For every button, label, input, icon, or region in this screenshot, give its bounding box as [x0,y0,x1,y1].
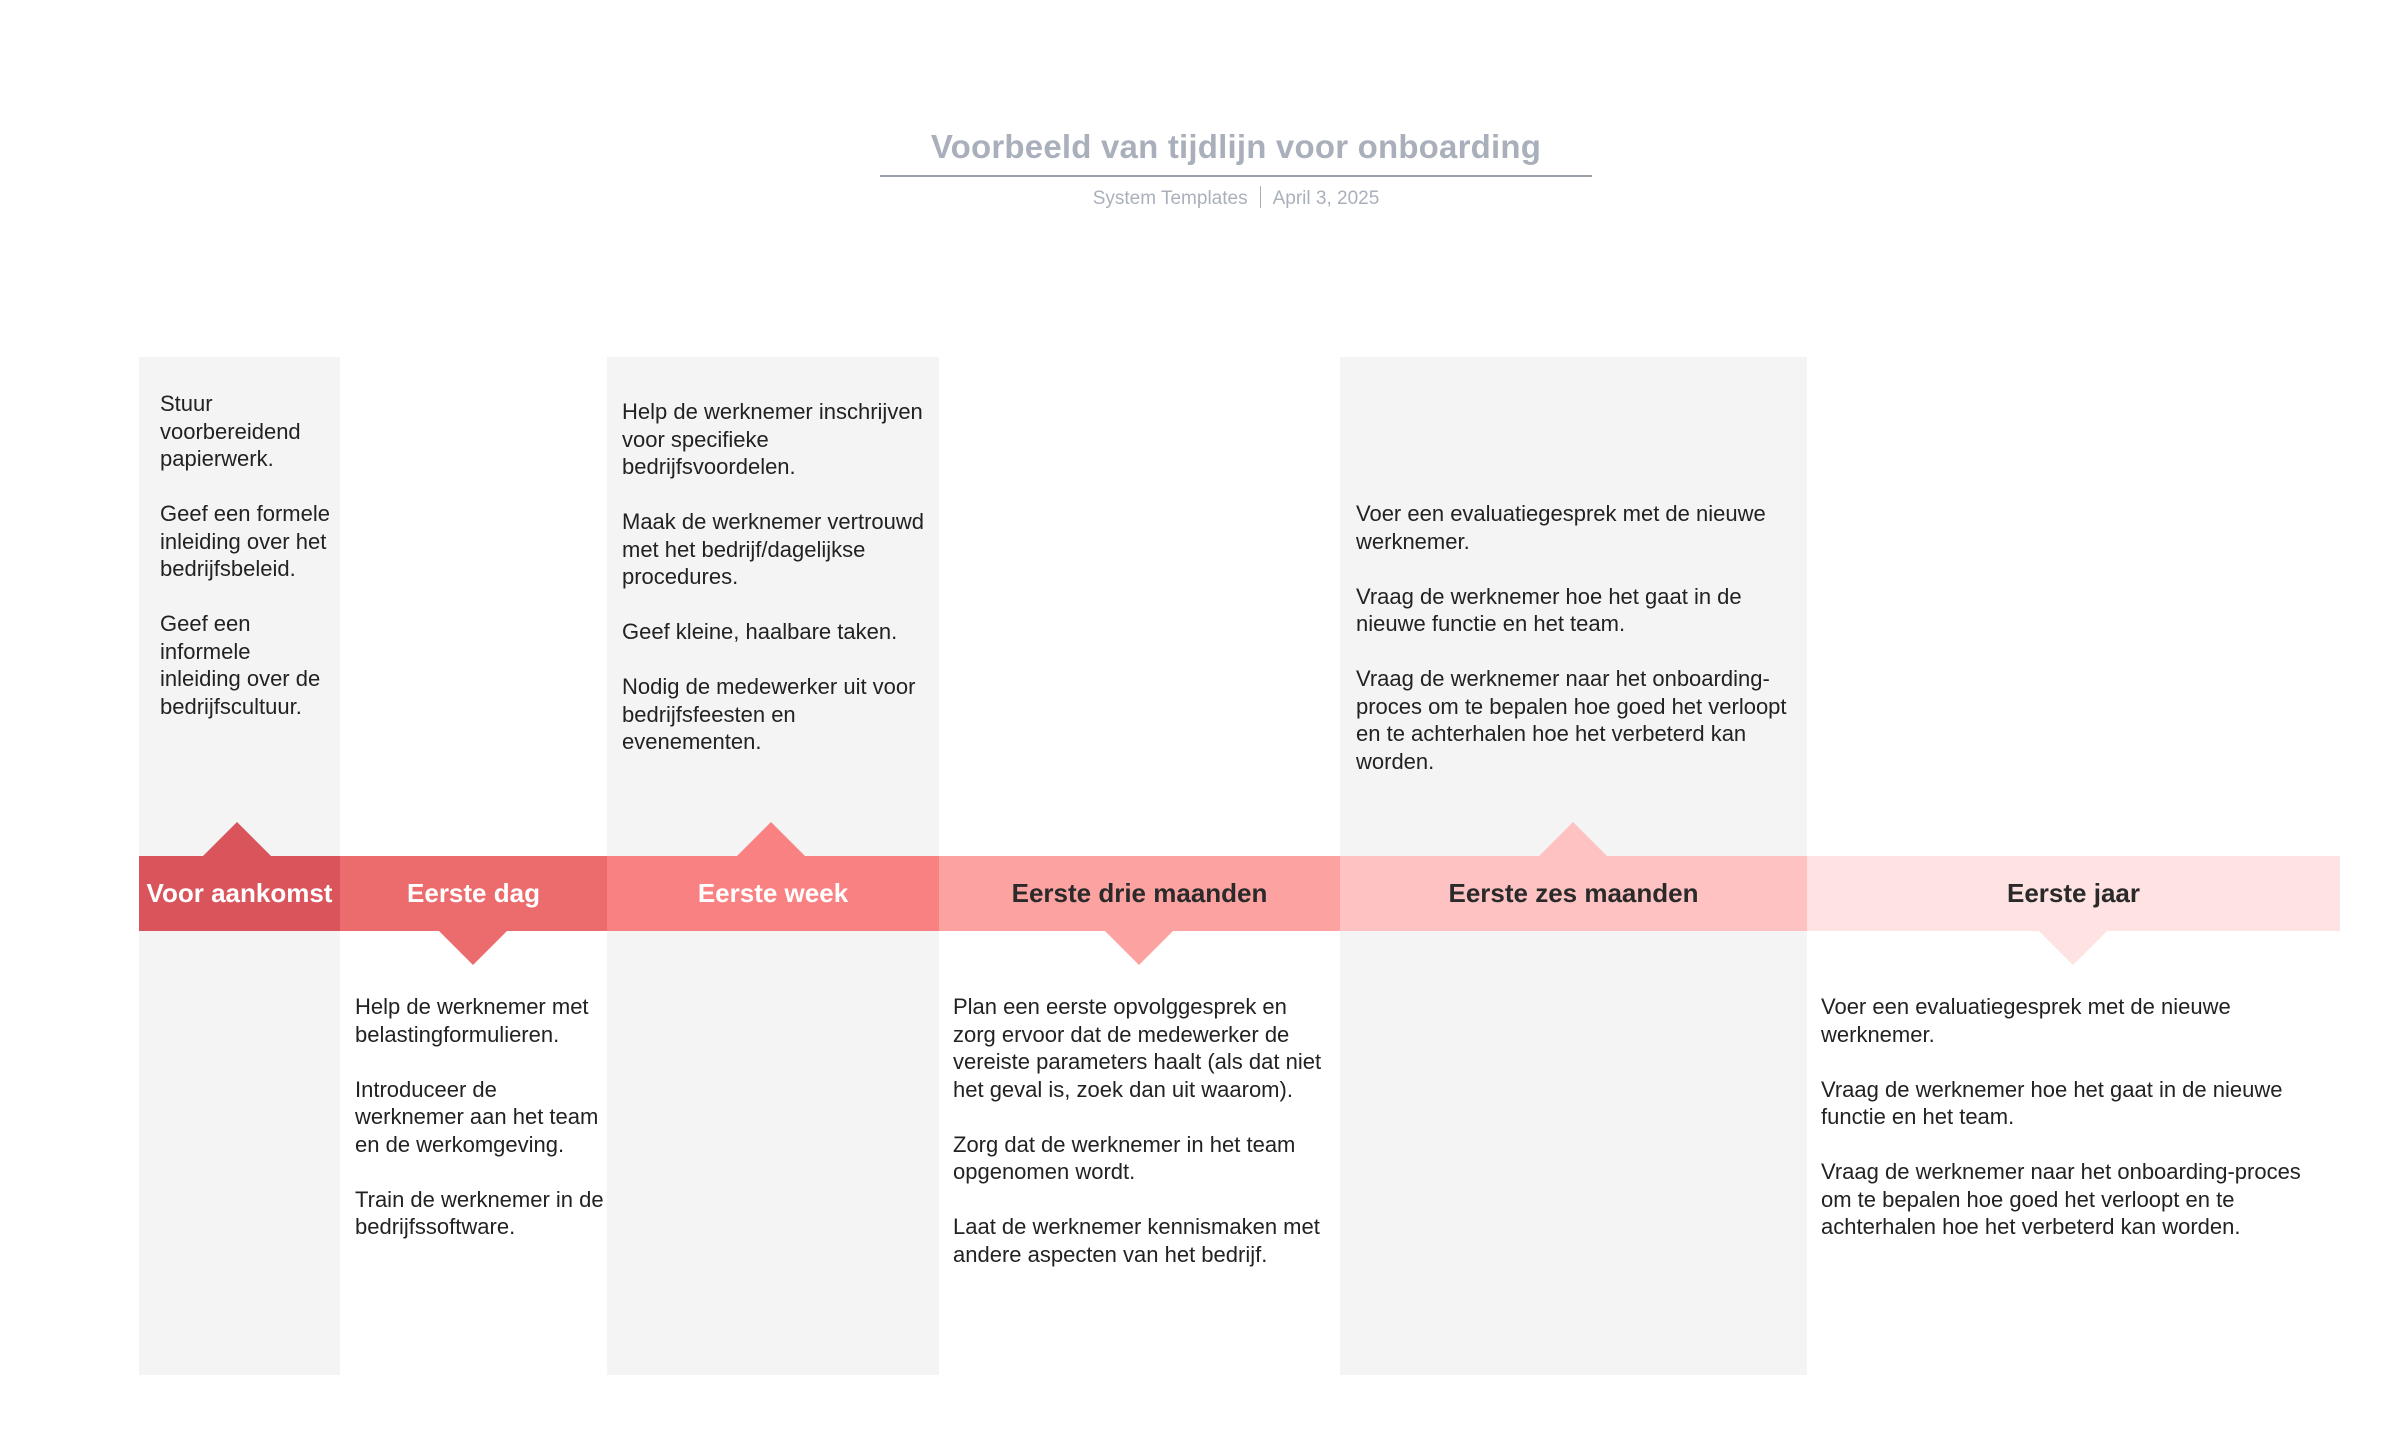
note-item: Vraag de werknemer naar het onboarding-p… [1821,1159,2301,1239]
note-item: Voer een evaluatiegesprek met de nieuwe … [1821,994,2231,1047]
note-item: Stuur voorbereidend papierwerk. [160,391,301,471]
notes-eerste-drie-maanden[interactable]: Plan een eerste opvolggesprek en zorg er… [953,993,1335,1268]
note-item: Vraag de werknemer hoe het gaat in de ni… [1821,1076,2283,1130]
phase-eerste-dag[interactable]: Eerste dag [340,856,607,931]
document-header: Voorbeeld van tijdlijn voor onboarding S… [0,0,2400,220]
phase-eerste-zes-maanden[interactable]: Eerste zes maanden [1340,856,1807,931]
document-title[interactable]: Voorbeeld van tijdlijn voor onboarding [930,128,1542,165]
pointer-down-eerste-drie-maanden [1105,931,1173,965]
phase-label: Eerste jaar [2007,878,2140,908]
note-item: Zorg dat de werknemer in het team opgeno… [953,1131,1296,1185]
document-meta: System Templates April 3, 2025 [880,186,1592,210]
phase-voor-aankomst[interactable]: Voor aankomst [139,856,340,931]
note-item: Plan een eerste opvolggesprek en zorg er… [953,994,1322,1102]
notes-voor-aankomst[interactable]: Stuur voorbereidend papierwerk. Geef een… [160,390,330,720]
note-item: Vraag de werknemer naar het onboarding-p… [1356,666,1787,774]
note-item: Help de werknemer met belastingformulier… [355,994,589,1047]
note-item: Nodig de medewerker uit voor bedrijfsfee… [622,674,916,754]
pointer-up-eerste-zes-maanden [1539,822,1607,856]
phase-label: Eerste week [697,878,849,908]
note-item: Introduceer de werknemer aan het team en… [355,1076,599,1157]
note-item: Geef een formele inleiding over het bedr… [160,501,330,581]
note-item: Geef een informele inleiding over de bed… [160,611,321,719]
note-item: Voer een evaluatiegesprek met de nieuwe … [1356,501,1766,554]
phase-label: Voor aankomst [146,878,333,908]
phase-eerste-drie-maanden[interactable]: Eerste drie maanden [939,856,1340,931]
notes-eerste-week[interactable]: Help de werknemer inschrijven voor speci… [622,398,934,756]
pointer-down-eerste-dag [439,931,507,965]
pointer-up-eerste-week [737,822,805,856]
pointer-down-eerste-jaar [2039,931,2107,965]
note-item: Maak de werknemer vertrouwd met het bedr… [622,509,925,589]
phase-eerste-jaar[interactable]: Eerste jaar [1807,856,2340,931]
phase-label: Eerste zes maanden [1448,878,1699,908]
note-item: Geef kleine, haalbare taken. [622,619,898,644]
notes-eerste-jaar[interactable]: Voer een evaluatiegesprek met de nieuwe … [1821,993,2331,1241]
note-item: Laat de werknemer kennismaken met andere… [953,1214,1320,1267]
pointer-up-voor-aankomst [203,822,271,856]
meta-separator [1259,186,1261,208]
note-item: Vraag de werknemer hoe het gaat in de ni… [1356,583,1742,637]
phase-label: Eerste drie maanden [1011,878,1268,908]
phase-eerste-week[interactable]: Eerste week [607,856,939,931]
note-item: Help de werknemer inschrijven voor speci… [622,399,923,479]
notes-eerste-dag[interactable]: Help de werknemer met belastingformulier… [355,993,605,1241]
note-item: Train de werknemer in de bedrijfssoftwar… [355,1186,604,1240]
phase-label: Eerste dag [407,878,540,908]
date-label: April 3, 2025 [1272,188,1380,209]
author-label: System Templates [1092,188,1248,209]
notes-eerste-zes-maanden[interactable]: Voer een evaluatiegesprek met de nieuwe … [1356,500,1801,775]
title-underline [880,175,1592,177]
